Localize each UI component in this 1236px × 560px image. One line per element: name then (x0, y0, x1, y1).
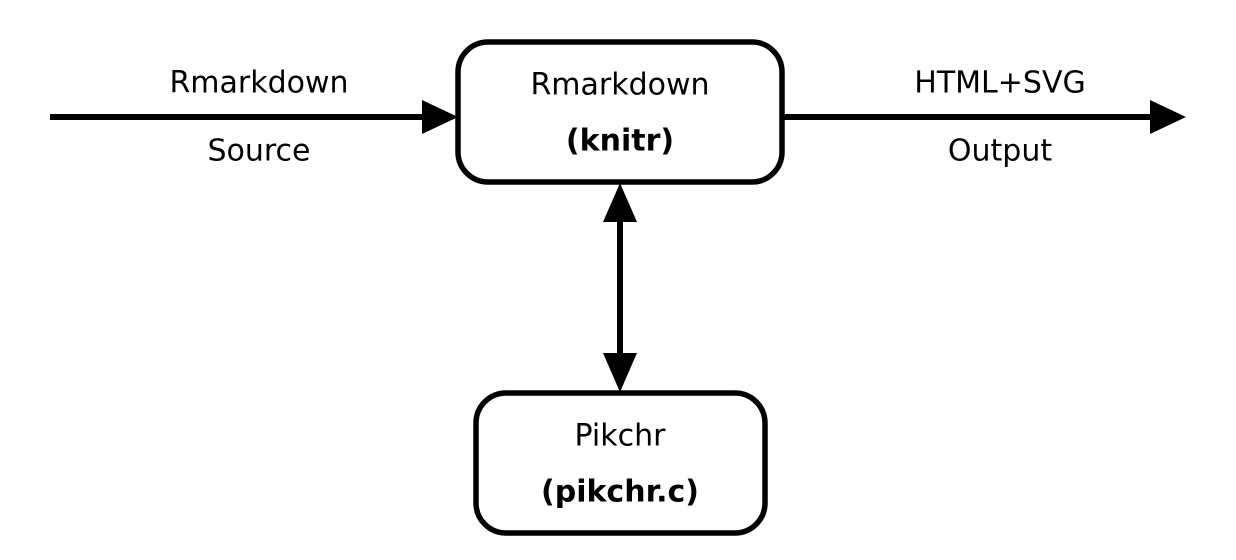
knitr-pikchr-link (603, 183, 637, 392)
pikchr-box-label-line2: (pikchr.c) (541, 475, 699, 510)
input-arrowhead (422, 100, 458, 134)
pikchr-box-label-line1: Pikchr (575, 419, 667, 454)
output-arrow-label-above: HTML+SVG (914, 66, 1085, 101)
knitr-box-shape (455, 39, 785, 185)
output-arrowhead (1150, 100, 1186, 134)
knitr-box-label-line2: (knitr) (566, 124, 674, 159)
knitr-box-label-line1: Rmarkdown (530, 68, 709, 103)
pikchr-box[interactable]: Pikchr (pikchr.c) (473, 390, 768, 536)
link-arrowhead-down (603, 353, 637, 392)
link-arrowhead-up (603, 183, 637, 222)
pikchr-box-shape (473, 390, 768, 536)
output-arrow (782, 100, 1186, 134)
input-arrow-label-above: Rmarkdown (169, 66, 348, 101)
input-arrow (50, 100, 458, 134)
knitr-box[interactable]: Rmarkdown (knitr) (455, 39, 785, 185)
input-arrow-label-below: Source (207, 134, 310, 169)
output-arrow-label-below: Output (948, 134, 1052, 169)
